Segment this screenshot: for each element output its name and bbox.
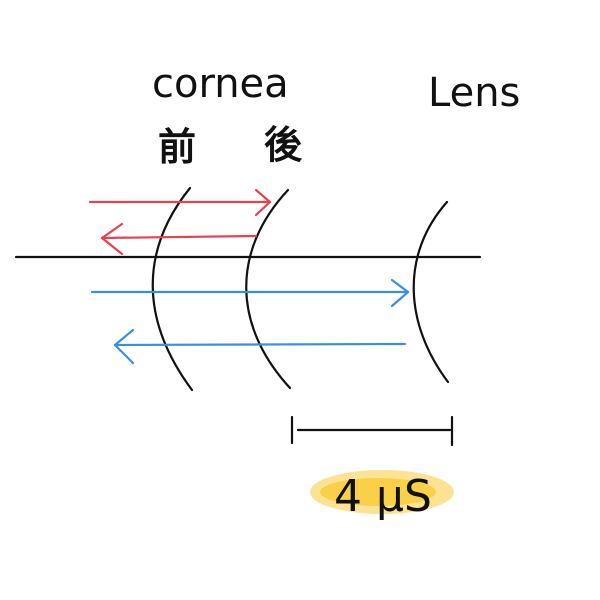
lens-curve (412, 200, 450, 384)
front-label: 前 (158, 125, 196, 169)
cornea-posterior-curve (245, 188, 292, 390)
lens-label: Lens (428, 70, 520, 116)
cornea-label: cornea (152, 61, 289, 107)
distance-label: 4 μS (334, 471, 432, 522)
blue-arrow-left (113, 328, 407, 365)
blue-arrow-right (90, 278, 410, 308)
red-arrow-right (88, 188, 272, 217)
distance-highlight (310, 470, 454, 514)
red-arrow-left (100, 222, 258, 256)
distance-bracket (290, 415, 454, 447)
back-label: 後 (264, 123, 303, 167)
cornea-anterior-curve (151, 186, 194, 392)
